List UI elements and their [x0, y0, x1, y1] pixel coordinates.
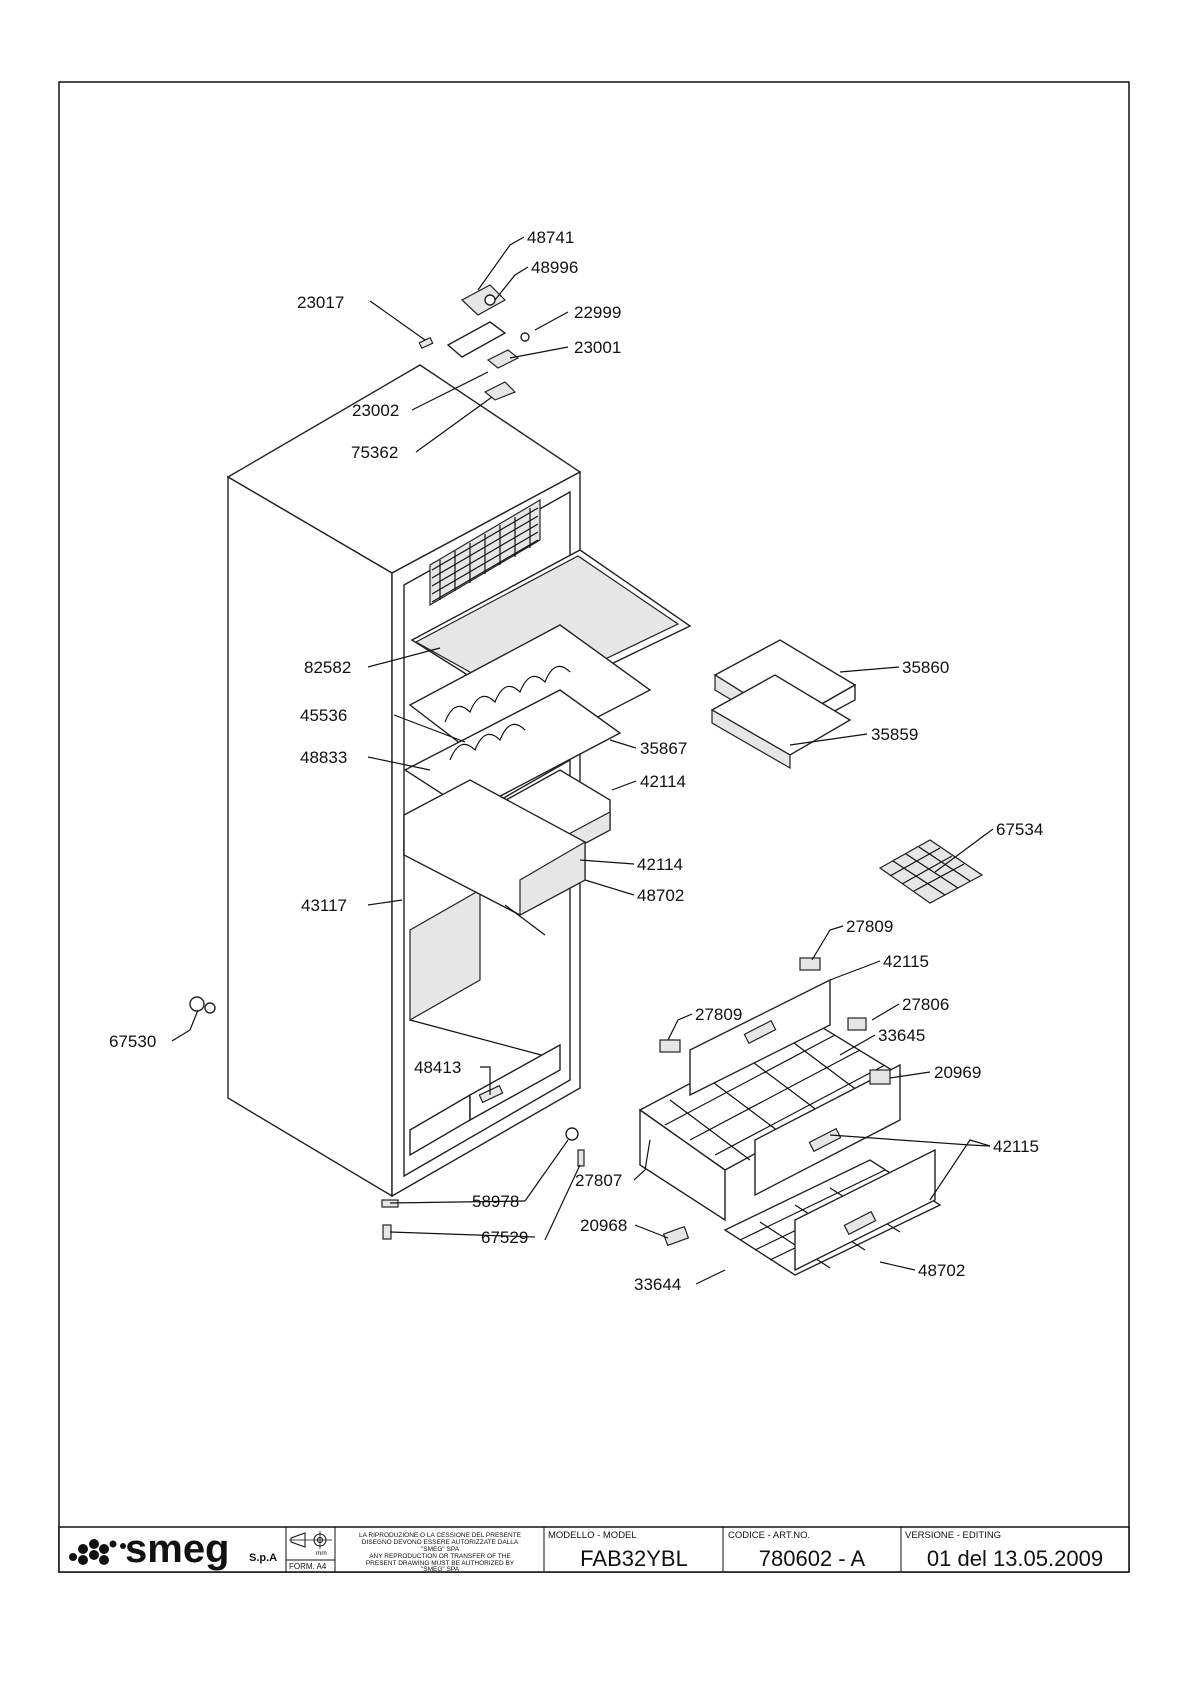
svg-text:PRESENT DRAWING MUST BE AUTHOR: PRESENT DRAWING MUST BE AUTHORIZED BY: [366, 1560, 515, 1567]
callout-27809-right: 27809: [846, 917, 893, 936]
freezer-basket-front-42115: [689, 978, 901, 1197]
callout-33645: 33645: [878, 1026, 925, 1045]
svg-text:"SMEG" SPA: "SMEG" SPA: [421, 1546, 460, 1553]
unit-label: mm: [316, 1550, 327, 1557]
callout-27807: 27807: [575, 1171, 622, 1190]
title-block: smeg S.p.A mm FORM. A4 LA RIPRODUZIONE O…: [58, 1526, 1130, 1573]
model-value: FAB32YBL: [580, 1546, 688, 1571]
callout-48741: 48741: [527, 228, 574, 247]
code-value: 780602 - A: [759, 1546, 866, 1571]
callout-20968: 20968: [580, 1216, 627, 1235]
callout-23001: 23001: [574, 338, 621, 357]
callout-35867: 35867: [640, 739, 687, 758]
svg-text:ANY REPRODUCTION OR TRANSFER O: ANY REPRODUCTION OR TRANSFER OF THE: [369, 1553, 511, 1560]
version-label: VERSIONE - EDITING: [905, 1530, 1001, 1541]
callout-67530: 67530: [109, 1032, 156, 1051]
callout-42115-upper: 42115: [883, 952, 929, 971]
callout-58978: 58978: [472, 1192, 519, 1211]
callout-20969: 20969: [934, 1063, 981, 1082]
callout-23017: 23017: [297, 293, 344, 312]
callout-48833: 48833: [300, 748, 347, 767]
callout-42114-upper: 42114: [640, 772, 686, 791]
callout-27806: 27806: [902, 995, 949, 1014]
freezer-basket-33645: [638, 1019, 902, 1222]
callout-33644: 33644: [634, 1275, 681, 1294]
ice-tray-35859: [710, 674, 852, 770]
evaporator-coils: [429, 498, 541, 607]
callout-35860: 35860: [902, 658, 949, 677]
callout-22999: 22999: [574, 303, 621, 322]
callout-82582: 82582: [304, 658, 351, 677]
smeg-logo: smeg S.p.A: [69, 1527, 277, 1571]
thermostat-control-parts: [418, 284, 530, 401]
svg-text:DISEGNO DEVONO ESSERE AUTORIZZ: DISEGNO DEVONO ESSERE AUTORIZZATE DALLA: [362, 1539, 519, 1546]
callout-48702-upper: 48702: [637, 886, 684, 905]
freezer-drawer-42114-lower: [403, 779, 586, 936]
callout-42115-lower: 42115: [993, 1137, 1039, 1156]
callout-48702-lower: 48702: [918, 1261, 965, 1280]
callout-48996: 48996: [531, 258, 578, 277]
callout-23002: 23002: [352, 401, 399, 420]
refrigerator-cabinet: [226, 364, 582, 1208]
callout-43117: 43117: [301, 896, 347, 915]
svg-text:"SMEG" SPA: "SMEG" SPA: [421, 1566, 460, 1573]
svg-text:LA RIPRODUZIONE O LA CESSIONE: LA RIPRODUZIONE O LA CESSIONE DEL PRESEN…: [359, 1532, 522, 1539]
callout-27809-left: 27809: [695, 1005, 742, 1024]
part-callouts: 48741 48996 23017 22999 23001 23002 7536…: [109, 228, 1043, 1294]
callout-48413: 48413: [414, 1058, 461, 1077]
freezer-basket-33644: [723, 1148, 942, 1276]
version-value: 01 del 13.05.2009: [927, 1546, 1103, 1571]
callout-75362: 75362: [351, 443, 398, 462]
ice-cube-tray-67534: [878, 839, 984, 904]
leader-lines: [171, 236, 994, 1285]
callout-35859: 35859: [871, 725, 918, 744]
callout-42114-lower: 42114: [637, 855, 683, 874]
reproduction-notice: LA RIPRODUZIONE O LA CESSIONE DEL PRESEN…: [359, 1532, 522, 1573]
callout-45536: 45536: [300, 706, 347, 725]
callout-67529: 67529: [481, 1228, 528, 1247]
logo-wordmark: smeg: [125, 1527, 230, 1571]
callout-67534: 67534: [996, 820, 1043, 839]
projection-symbol-icon: [289, 1531, 332, 1549]
logo-suffix: S.p.A: [249, 1552, 277, 1564]
code-label: CODICE - ART.NO.: [728, 1530, 810, 1541]
model-label: MODELLO - MODEL: [548, 1530, 637, 1541]
form-label: FORM. A4: [289, 1562, 327, 1571]
small-fittings: [189, 957, 891, 1247]
